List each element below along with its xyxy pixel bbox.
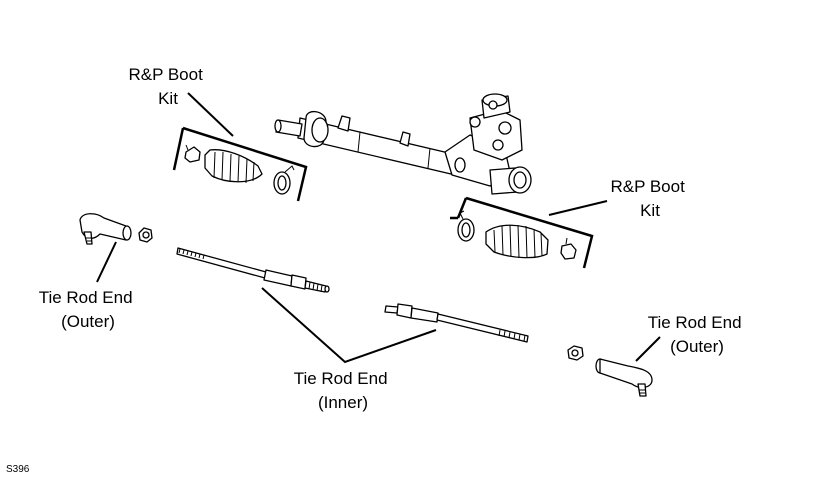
leader-boot-kit-right xyxy=(548,200,608,216)
label-boot-kit-right: R&P Boot Kit xyxy=(610,177,689,220)
boot-kit-left xyxy=(172,126,308,202)
leader-tie-rod-outer-right xyxy=(635,336,661,362)
boot-clamp-large-left xyxy=(273,165,295,195)
leader-tie-rod-outer-left xyxy=(96,241,117,283)
rack-and-pinion-housing xyxy=(274,93,532,195)
boot-bellows-left xyxy=(204,149,263,184)
figure-code: S396 xyxy=(6,464,30,475)
boot-clamp-small-right xyxy=(560,237,577,260)
tie-rod-inner-left xyxy=(176,247,330,293)
label-tie-rod-inner: Tie Rod End (Inner) xyxy=(294,369,393,412)
leader-tie-rod-inner xyxy=(261,287,437,364)
boot-kit-right-bracket xyxy=(450,196,594,269)
leader-boot-kit-left xyxy=(187,92,234,137)
tie-rod-end-outer-left xyxy=(79,213,132,245)
boot-kit-right xyxy=(450,196,594,269)
label-boot-kit-left: R&P Boot Kit xyxy=(128,65,207,108)
tie-rod-inner-right xyxy=(384,303,529,343)
boot-clamp-large-right xyxy=(457,210,475,242)
jam-nut-right xyxy=(567,345,584,361)
label-tie-rod-outer-left: Tie Rod End (Outer) xyxy=(39,288,138,331)
boot-kit-left-bracket xyxy=(172,126,308,202)
tie-rod-end-outer-right xyxy=(595,358,653,397)
jam-nut-left xyxy=(138,227,153,243)
boot-clamp-small-left xyxy=(184,144,201,163)
boot-bellows-right xyxy=(485,224,549,259)
label-tie-rod-outer-right: Tie Rod End (Outer) xyxy=(648,313,747,356)
